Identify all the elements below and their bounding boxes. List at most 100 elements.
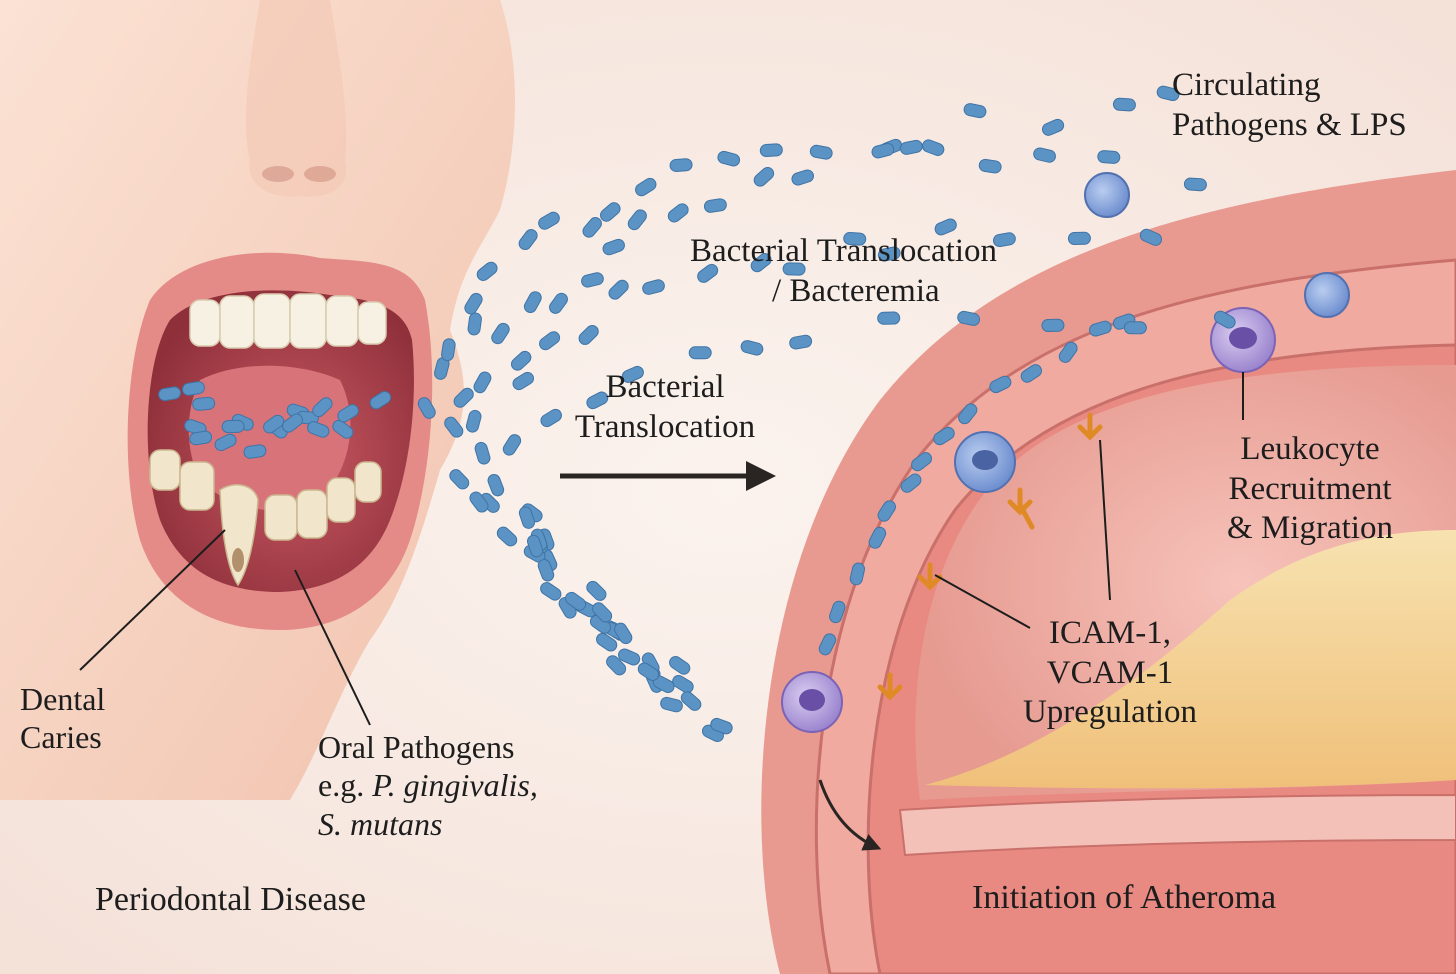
bacterium (703, 198, 727, 213)
bacterium (189, 430, 213, 446)
bacterium (608, 279, 629, 300)
bacterium (473, 371, 492, 394)
bacterium (602, 238, 625, 256)
caries-spot (232, 548, 244, 572)
bacterium (596, 632, 618, 652)
icam-vcam-label: ICAM-1, VCAM-1 Upregulation (1000, 614, 1220, 733)
circulating-pathogens-label: Circulating Pathogens & LPS (1172, 66, 1407, 145)
oral-pathogens-title: Oral Pathogens (318, 729, 515, 765)
bacterium (337, 404, 359, 423)
bacterium (1041, 118, 1065, 136)
bacterium (312, 397, 333, 418)
bacterium (586, 391, 609, 410)
circulating-line-1: Circulating (1172, 67, 1321, 103)
bacterium (989, 375, 1012, 394)
translocation-line-2: Translocation (574, 408, 756, 445)
bacterium (502, 434, 522, 456)
bacterium (369, 390, 392, 410)
leukocyte-line-3: & Migration (1227, 510, 1393, 547)
species-s-mutans: S. mutans (318, 805, 443, 842)
bacterium (1041, 318, 1065, 333)
bacterium (1033, 147, 1056, 163)
bacterium (496, 526, 518, 547)
bacterium (565, 591, 587, 611)
bacterium (667, 203, 689, 223)
bacterium (518, 506, 536, 529)
bacterium (818, 633, 837, 656)
bacterium (899, 139, 923, 155)
bacterium (332, 419, 354, 439)
bacterium (635, 177, 657, 197)
bacterium (1112, 97, 1136, 112)
nose (245, 0, 347, 197)
leader-lines (79, 372, 1244, 726)
bacterium (627, 209, 647, 231)
bacterium (307, 421, 330, 438)
bacterium (540, 408, 562, 428)
bacteria-stream (158, 85, 1236, 743)
bacterium (538, 211, 560, 230)
bacterium (449, 469, 470, 490)
bacterium (464, 292, 483, 315)
bacterium (642, 279, 665, 295)
bacterium (510, 350, 532, 371)
bacterium (934, 218, 957, 236)
bacterium (759, 143, 783, 158)
bacterium (417, 397, 436, 419)
bacterium (868, 526, 887, 549)
bacterium (992, 232, 1016, 248)
bacterium (669, 158, 693, 173)
bacterium (1183, 177, 1207, 192)
bacterium (221, 419, 245, 434)
bacterium (512, 371, 535, 391)
bacterium (710, 717, 733, 735)
bacterium (621, 365, 644, 383)
bacterium (753, 166, 775, 187)
translocation-line-1: Bacterial (605, 369, 725, 405)
icam-line-1: ICAM-1, (1049, 615, 1171, 651)
bacterium (809, 144, 833, 160)
bacterium (518, 229, 538, 251)
leukocyte-line-2: Recruitment (1228, 470, 1392, 507)
bacterium (688, 346, 712, 360)
bacterium (182, 381, 205, 396)
bacterium (158, 386, 182, 402)
upper-teeth (189, 293, 387, 349)
bacterium (592, 602, 613, 623)
bacterium (540, 582, 562, 601)
bacterium (539, 331, 561, 351)
bacterium (660, 696, 683, 713)
dental-caries-leader (79, 529, 226, 671)
oral-pathogens-label: Oral Pathogens e.g. P. gingivalis, S. mu… (318, 728, 538, 843)
face-illustration (0, 0, 515, 800)
bacterium (829, 600, 846, 624)
icam-line-3: Upregulation (1022, 694, 1198, 731)
leukocyte-line-1: Leukocyte (1240, 431, 1380, 467)
bacterium (469, 491, 489, 513)
bacterium (877, 500, 896, 522)
bacterium (911, 452, 933, 472)
tongue (188, 365, 351, 511)
bacterium (527, 534, 544, 558)
bacterium (465, 409, 482, 433)
bacterium (214, 433, 237, 452)
oral-pathogens-leader (294, 569, 371, 726)
leukocyte-recruitment-label: Leukocyte Recruitment & Migration (1200, 430, 1420, 549)
bacterium (523, 291, 542, 314)
bacterium (933, 426, 955, 446)
oral-pathogens-examples: e.g. P. gingivalis, (318, 766, 538, 804)
bacterium (282, 413, 304, 433)
bacterium (606, 655, 627, 676)
bacterium (600, 202, 621, 222)
circulating-line-2: Pathogens & LPS (1172, 106, 1407, 143)
adhesion-molecules (877, 412, 1103, 701)
bacterium (263, 414, 285, 434)
bacterium (1156, 85, 1180, 102)
icam-leader-1 (1099, 439, 1111, 601)
bacterium (782, 262, 806, 276)
species-p-gingivalis: P. gingivalis, (372, 767, 538, 804)
leukocyte-cells (781, 172, 1350, 733)
bacterium (680, 691, 702, 711)
bacterium (537, 559, 555, 582)
